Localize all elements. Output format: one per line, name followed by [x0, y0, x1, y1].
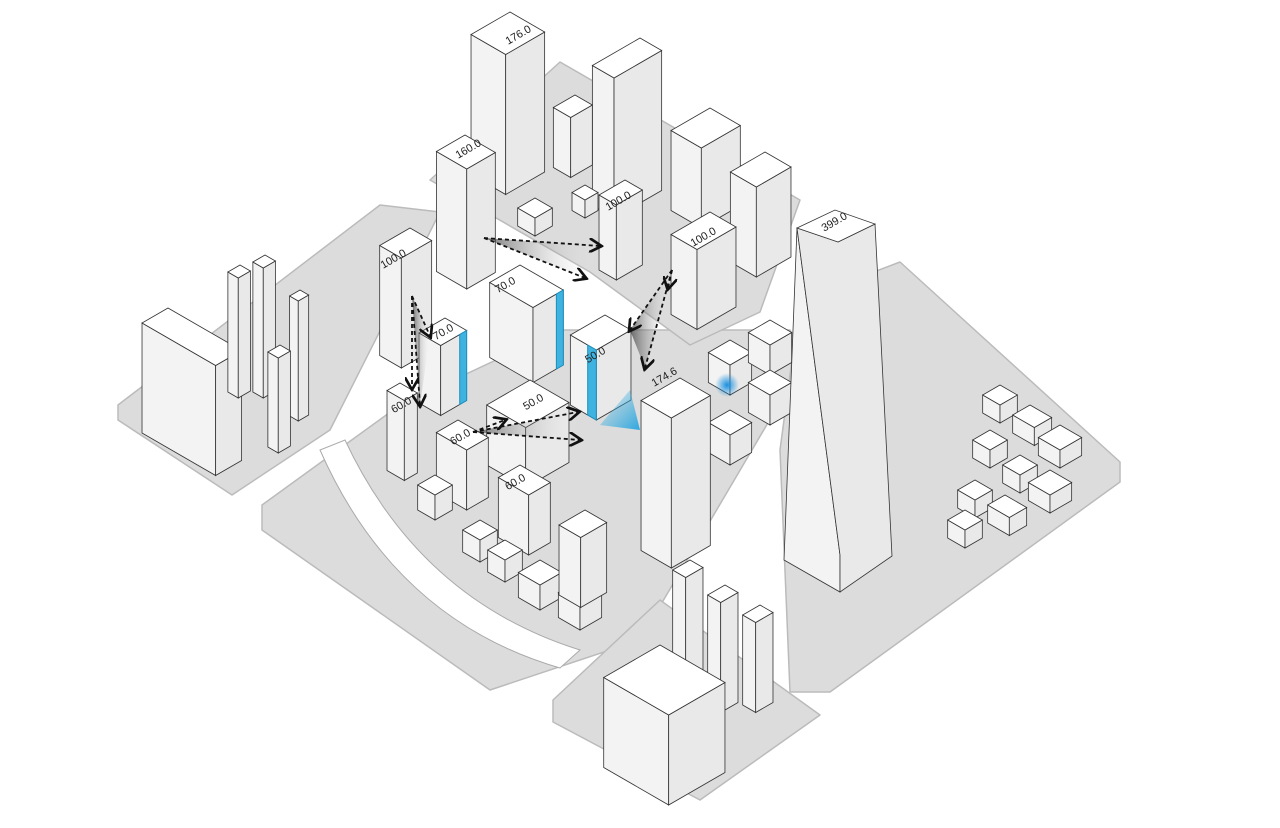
south-60: [497, 464, 552, 556]
mid-block: [558, 509, 608, 609]
south-podium-tower: [602, 644, 726, 806]
view-arrow: [483, 237, 600, 246]
low-block: [1027, 469, 1073, 514]
south-west-60: [386, 382, 419, 482]
west-tower: [252, 254, 277, 399]
road-curve: [319, 439, 581, 669]
view-arrow: [472, 412, 578, 433]
view-wedge: [412, 296, 430, 405]
west-tower: [227, 264, 252, 399]
low-block: [747, 369, 793, 426]
tower-176: [470, 11, 546, 196]
highlight-facade: [459, 329, 468, 406]
view-arrow: [668, 269, 672, 288]
tower-100-b: [670, 211, 737, 331]
view-arrow: [472, 420, 505, 433]
low-block: [1037, 424, 1083, 469]
small-block: [571, 184, 599, 219]
view-wedge: [630, 270, 672, 368]
viewpoint-marker: [715, 373, 739, 397]
view-arrow: [630, 269, 673, 330]
low-block: [1011, 404, 1053, 447]
tower-399: [783, 209, 893, 593]
west-tower: [267, 344, 292, 454]
view-cone-blue: [600, 390, 640, 430]
highlight-facade: [555, 289, 564, 370]
south-tower: [741, 604, 774, 714]
site-east-50: [569, 314, 632, 421]
low-block: [552, 94, 594, 179]
low-block: [416, 474, 454, 521]
view-arrow: [472, 431, 580, 440]
low-block: [1001, 454, 1039, 494]
low-block: [707, 409, 753, 466]
tower-160: [435, 134, 497, 290]
low-block: [517, 559, 563, 611]
block-ne-2: [729, 151, 792, 278]
view-wedge: [473, 412, 580, 440]
low-block: [946, 509, 984, 549]
tower-100-a: [598, 179, 644, 281]
low-block: [956, 479, 994, 519]
low-block: [986, 494, 1028, 537]
west-tower: [288, 289, 310, 422]
low-block: [971, 429, 1009, 469]
low-block: [747, 319, 793, 376]
west-slab: [141, 307, 243, 477]
view-arrow: [411, 295, 430, 336]
site-north-70: [488, 264, 565, 384]
highlight-facade: [587, 344, 597, 421]
small-block: [516, 197, 554, 237]
view-wedge: [484, 238, 600, 278]
view-arrows: [411, 237, 739, 440]
block-ne: [670, 107, 742, 229]
tower-174: [640, 377, 712, 569]
tower-north-b-block: [591, 37, 663, 219]
